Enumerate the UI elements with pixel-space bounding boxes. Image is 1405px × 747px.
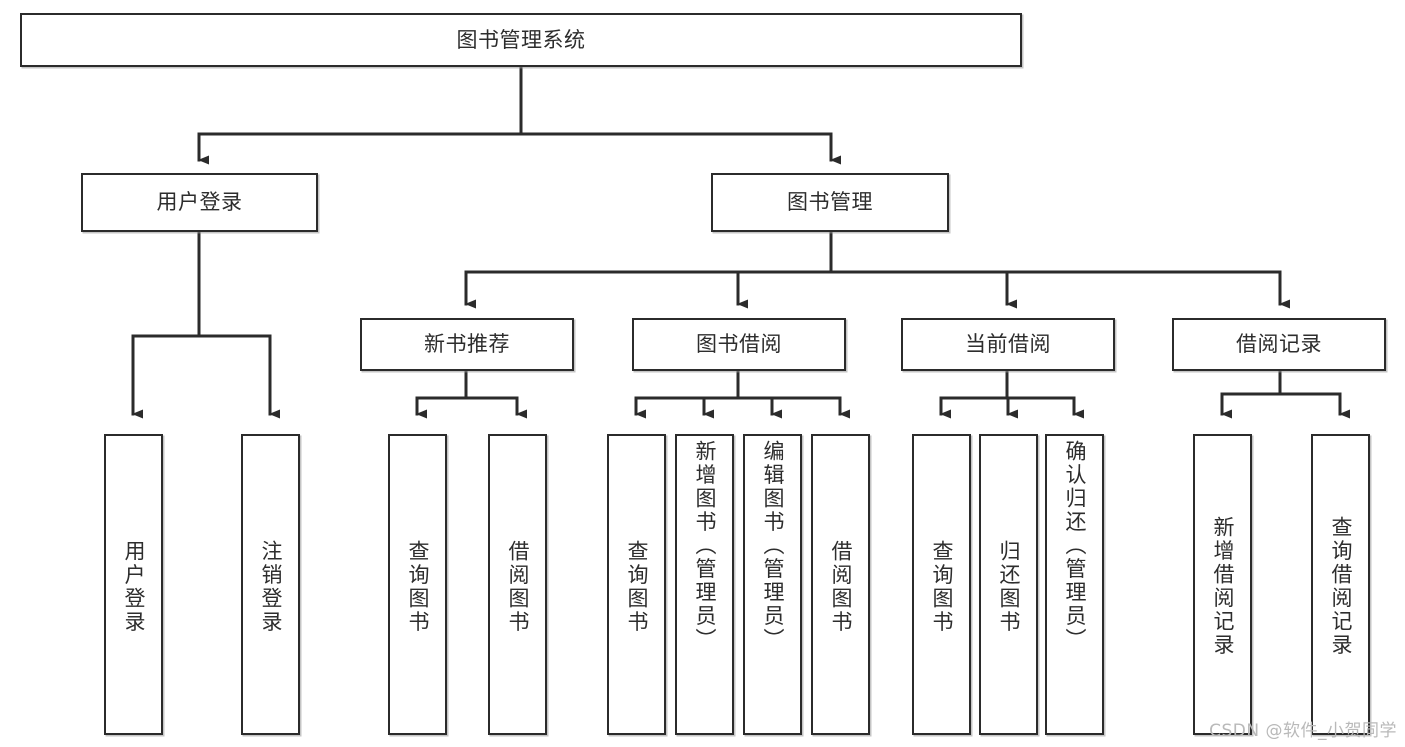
csdn-watermark: CSDN @软件_小贺同学	[1209, 721, 1397, 741]
node-book-borrow[interactable]: 图书借阅	[632, 318, 846, 371]
node-label: 用户登录	[122, 539, 146, 634]
node-borrow-record[interactable]: 借阅记录	[1172, 318, 1386, 371]
node-leaf-return-book[interactable]: 归还图书	[979, 434, 1038, 735]
node-root-book-management-system[interactable]: 图书管理系统	[20, 13, 1022, 67]
node-label: 新书推荐	[424, 332, 510, 357]
node-label: 借阅图书	[829, 539, 853, 634]
node-label: 编辑图书（管理员）	[761, 440, 785, 652]
node-label: 借阅记录	[1236, 332, 1322, 357]
node-label: 查询图书	[930, 539, 954, 634]
node-leaf-query-borrow-record[interactable]: 查询借阅记录	[1311, 434, 1370, 735]
node-label: 归还图书	[997, 539, 1021, 634]
node-new-book-recommend[interactable]: 新书推荐	[360, 318, 574, 371]
node-label: 用户登录	[156, 190, 243, 215]
node-label: 图书借阅	[696, 332, 782, 357]
node-current-borrow[interactable]: 当前借阅	[901, 318, 1115, 371]
node-leaf-confirm-return-admin[interactable]: 确认归还（管理员）	[1045, 434, 1104, 735]
node-leaf-logout[interactable]: 注销登录	[241, 434, 300, 735]
node-label: 查询图书	[625, 539, 649, 634]
node-leaf-query-book-current[interactable]: 查询图书	[912, 434, 971, 735]
node-leaf-user-login[interactable]: 用户登录	[104, 434, 163, 735]
node-label: 新增图书（管理员）	[693, 440, 717, 652]
node-leaf-query-book-recommend[interactable]: 查询图书	[388, 434, 447, 735]
node-label: 新增借阅记录	[1211, 516, 1235, 657]
node-label: 查询图书	[406, 539, 430, 634]
node-leaf-query-book-borrow[interactable]: 查询图书	[607, 434, 666, 735]
node-leaf-borrow-book[interactable]: 借阅图书	[811, 434, 870, 735]
node-label: 当前借阅	[965, 332, 1051, 357]
node-leaf-edit-book-admin[interactable]: 编辑图书（管理员）	[743, 434, 802, 735]
node-leaf-add-borrow-record[interactable]: 新增借阅记录	[1193, 434, 1252, 735]
node-label: 图书管理	[787, 190, 873, 215]
node-label: 确认归还（管理员）	[1063, 440, 1087, 652]
node-user-login[interactable]: 用户登录	[81, 173, 318, 232]
node-leaf-borrow-book-recommend[interactable]: 借阅图书	[488, 434, 547, 735]
node-book-management[interactable]: 图书管理	[711, 173, 949, 232]
node-leaf-add-book-admin[interactable]: 新增图书（管理员）	[675, 434, 734, 735]
node-label: 图书管理系统	[456, 27, 586, 52]
node-label: 查询借阅记录	[1329, 516, 1353, 657]
node-label: 注销登录	[259, 539, 283, 634]
node-label: 借阅图书	[506, 539, 530, 634]
